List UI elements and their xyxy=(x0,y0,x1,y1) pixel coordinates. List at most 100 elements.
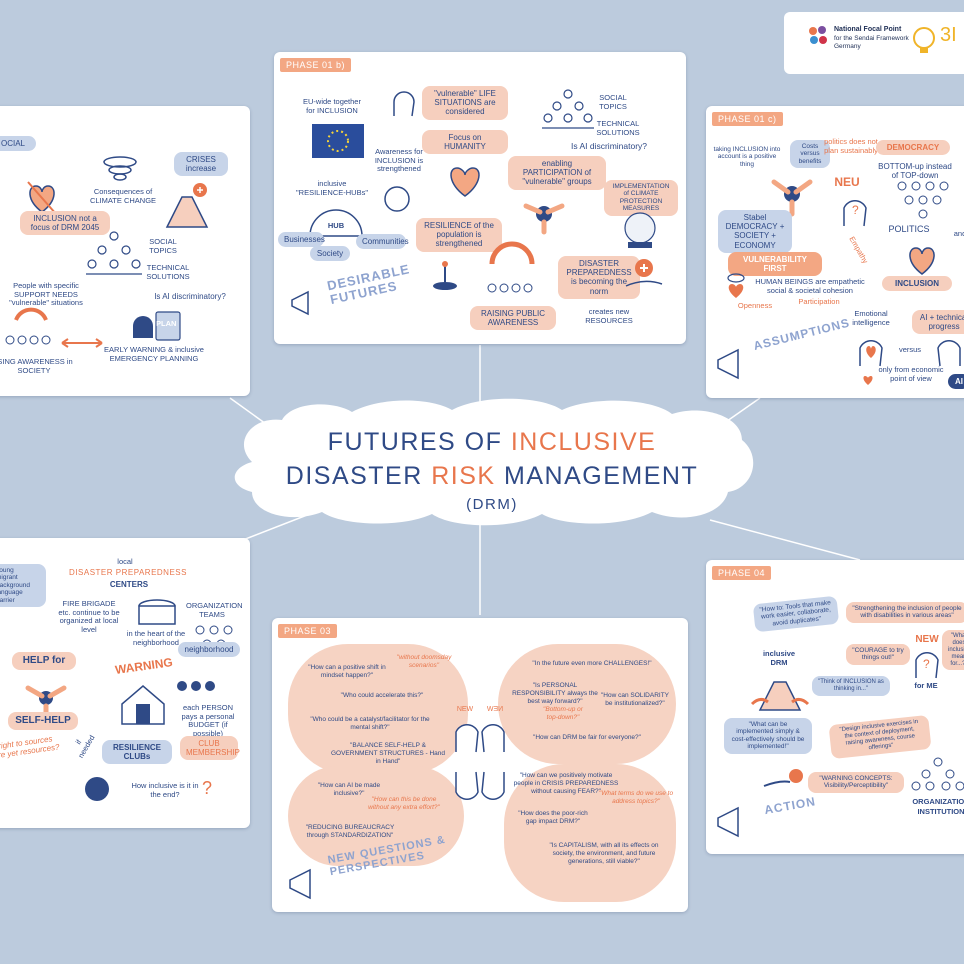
question-bubble-top-left xyxy=(288,644,468,774)
resilience-clubs: RESILIENCE CLUBs xyxy=(102,740,172,765)
consequences-climate: Consequences of CLIMATE CHANGE xyxy=(89,187,157,205)
taking-inclusion-positive: taking INCLUSION into account is a posit… xyxy=(713,146,781,168)
new-right-label: NEW xyxy=(486,706,504,713)
head-circuit-icon xyxy=(937,340,961,367)
megaphone-crowd-icon xyxy=(5,307,51,345)
question-terms: "What terms do we use to address topics?… xyxy=(598,790,674,805)
warning-concepts: "WARNING CONCEPTS: Visibility/Perceptibi… xyxy=(808,772,904,793)
people-pyramid-icon xyxy=(897,181,949,219)
warning-house-icon xyxy=(121,685,165,725)
title-line-1: FUTURES OF INCLUSIVE xyxy=(222,428,762,457)
resilience-population: RESILIENCE of the population is strength… xyxy=(416,218,502,252)
panel-phase-03: PHASE 03 "How can a positive shift in mi… xyxy=(272,618,688,912)
title-line-2: DISASTER RISK MANAGEMENT xyxy=(222,462,762,491)
politics-label: POLITICS xyxy=(888,224,930,234)
raising-public-awareness: RAISING PUBLIC AWARENESS xyxy=(470,306,556,331)
tornado-globe-icon xyxy=(103,156,137,181)
nfp-line2: for the Sendai Framework xyxy=(834,35,909,42)
question-bottom-up: "Bottom-up or top-down?" xyxy=(543,706,583,721)
strengthening-inclusion: "Strengthening the inclusion of people w… xyxy=(846,602,964,623)
each-person-budget: each PERSON pays a personal BUDGET (if p… xyxy=(181,703,235,738)
self-help: SELF-HELP xyxy=(8,712,78,730)
young: young xyxy=(0,567,14,574)
economic-view: only from economic point of view xyxy=(878,365,944,383)
human-beings-empathetic: HUMAN BEINGS are empathetic social & soc… xyxy=(755,277,865,295)
megaphone-icon xyxy=(717,806,739,838)
for-me: for ME xyxy=(914,681,938,690)
early-warning: EARLY WARNING & inclusive EMERGENCY PLAN… xyxy=(104,345,204,363)
question-poor-rich: "How does the poor-rich gap impact DRM?" xyxy=(518,810,588,825)
sendai-logo-icon xyxy=(809,26,827,44)
thinking-head-icon xyxy=(384,186,410,212)
crises-increase: CRISES increase xyxy=(174,152,228,177)
title-management: MANAGEMENT xyxy=(495,462,699,490)
emotional-intelligence: Emotional intelligence xyxy=(852,309,890,327)
inclusion-not-focus: INCLUSION not a focus of DRM 2045 xyxy=(20,211,110,236)
costs-benefits: Costs versus benefits xyxy=(790,140,830,169)
politics-not-sustainably: politics does not plan sustainably xyxy=(824,137,878,155)
businesses: Businesses xyxy=(278,232,325,248)
creates-new-resources: creates new RESOURCES xyxy=(585,307,633,325)
panel-phase-01c: PHASE 01 c) taking INCLUSION into accoun… xyxy=(706,106,964,398)
organization-pyramid-icon xyxy=(911,757,964,791)
heart-hands-icon xyxy=(909,247,935,275)
panel-phase-01b: PHASE 01 b) EU-wide together for INCLUSI… xyxy=(274,52,686,344)
think-inclusion: "Think of INCLUSION as thinking in..." xyxy=(812,676,890,696)
heart-hands-icon xyxy=(27,181,57,215)
social-topics: SOCIAL TOPICS xyxy=(149,237,177,255)
hand-pointing-icon xyxy=(763,769,803,787)
phase-tag-03: PHASE 03 xyxy=(278,624,338,638)
ai-discriminatory: Is AI discriminatory? xyxy=(154,292,226,301)
help-label: HELP xyxy=(86,799,107,808)
nfp-line1: National Focal Point xyxy=(834,26,902,33)
phase-tag-01b: PHASE 01 b) xyxy=(280,58,352,72)
question-ai-inclusive: "How can AI be made inclusive?" xyxy=(317,782,381,797)
eye-heart-icon xyxy=(727,273,745,298)
cloud-shape xyxy=(234,398,754,526)
svg-text:?: ? xyxy=(852,203,859,217)
if-needed: if needed xyxy=(73,733,97,760)
new-label: NEW xyxy=(915,634,939,645)
club-membership: CLUB MEMBERSHIP xyxy=(180,736,240,761)
neu-label: NEU xyxy=(834,175,860,189)
organization-label: ORGANIZATION xyxy=(912,797,964,806)
eu-flag-icon xyxy=(312,124,364,158)
institution-label: INSTITUTION xyxy=(917,807,964,816)
nfp-line3: Germany xyxy=(834,43,861,50)
young-migrant-language: young migrant background language barrie… xyxy=(0,564,46,608)
heart-small-icon xyxy=(863,376,873,385)
stable-democracy: Stabel DEMOCRACY + SOCIETY + ECONOMY xyxy=(718,210,792,253)
double-arrow-icon xyxy=(61,338,103,348)
society: Society xyxy=(310,246,350,262)
title-part1: FUTURES OF xyxy=(327,428,511,456)
question-catalyst: "Who could be a catalyst/facilitator for… xyxy=(310,716,430,731)
logo-box: National Focal Point for the Sendai Fram… xyxy=(784,12,964,74)
technical-solutions: TECHNICAL SOLUTIONS xyxy=(146,263,190,281)
question-motivate: "How can we positively motivate people i… xyxy=(513,772,619,795)
hand-first-aid-icon xyxy=(625,259,663,287)
how-to-tools: "How to: Tools that make work easier, co… xyxy=(752,595,840,633)
participation-label: Participation xyxy=(798,297,840,306)
versus-label: versus xyxy=(898,345,922,354)
megaphone-icon xyxy=(717,348,739,380)
head-question-icon: ? xyxy=(915,652,939,679)
question-accelerate: "Who could accelerate this?" xyxy=(340,692,424,699)
migrant: migrant background xyxy=(0,574,30,589)
title-line-3: (DRM) xyxy=(466,496,518,513)
action-label: ACTION xyxy=(763,794,817,818)
vulnerable-life-situations: "vulnerable" LIFE SITUATIONS are conside… xyxy=(422,86,508,120)
implementation-climate: IMPLEMENTATION of CLIMATE PROTECTION MEA… xyxy=(604,180,678,216)
disaster-preparedness-label: DISASTER PREPAREDNESS xyxy=(69,568,187,577)
heart-hands-center-icon xyxy=(450,167,480,197)
technical-solutions-01b: TECHNICAL SOLUTIONS xyxy=(596,119,640,137)
question-positive-shift: "How can a positive shift in mindset hap… xyxy=(308,664,386,679)
local-label: local xyxy=(117,557,133,566)
question-mark-icon: ? xyxy=(201,778,212,798)
people-pyramid-icon xyxy=(86,231,142,275)
resilience-hubs: inclusive "RESILIENCE-HUBs" xyxy=(296,179,369,197)
tablet-plan-icon xyxy=(155,311,181,341)
center-building-icon xyxy=(138,599,176,625)
phase-tag-01c: PHASE 01 c) xyxy=(712,112,783,126)
heart-of-neighborhood: in the heart of the neighborhood xyxy=(126,629,186,647)
courage: "COURAGE to try things out!" xyxy=(846,644,910,665)
